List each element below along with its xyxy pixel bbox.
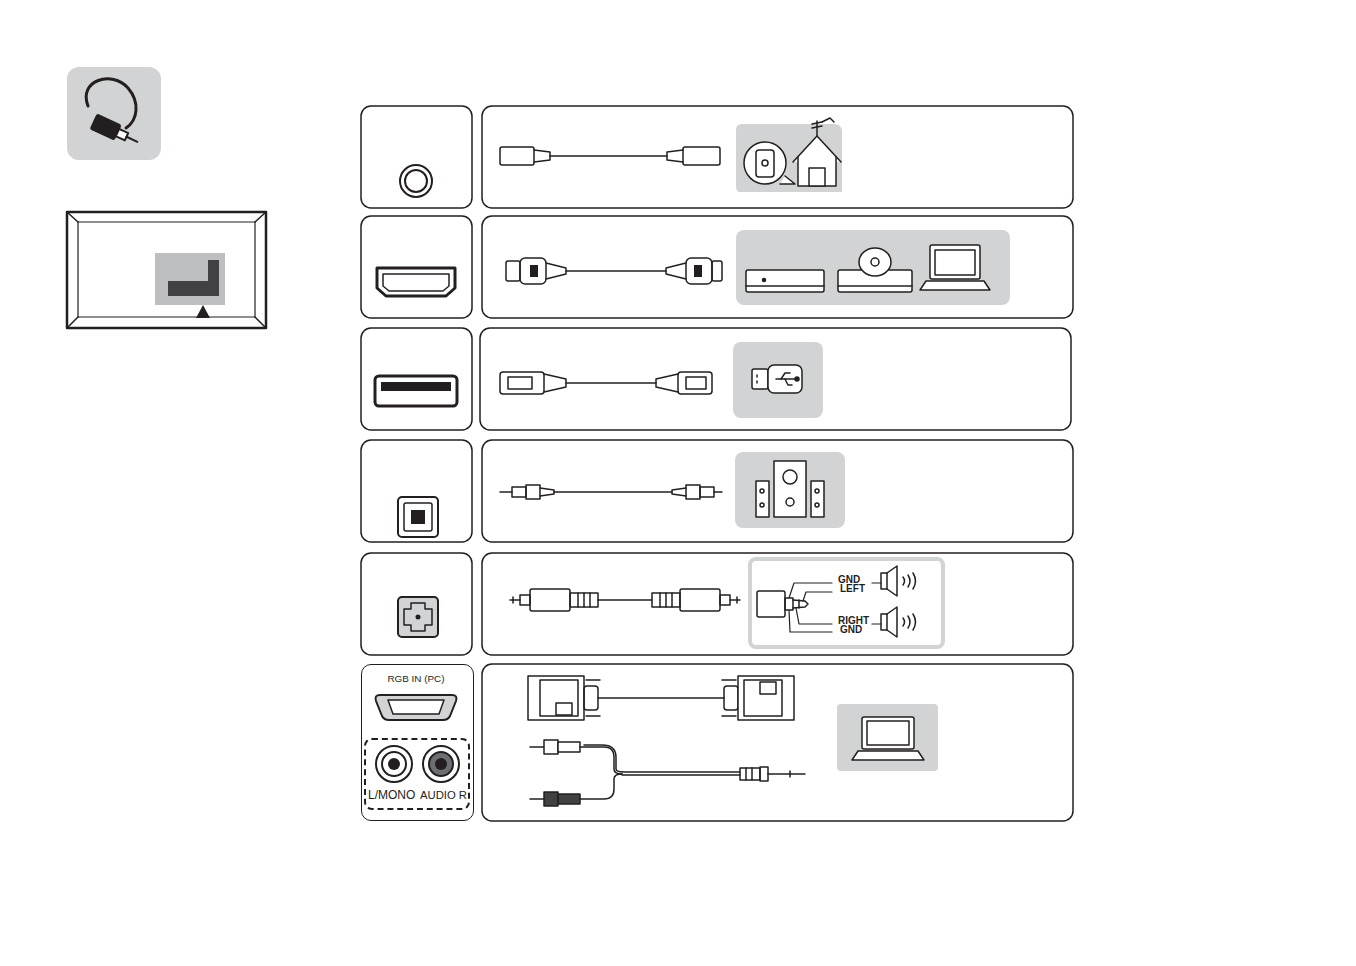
port-label: GND xyxy=(840,624,862,635)
port-label: LEFT xyxy=(840,583,865,594)
port-label: RGB IN (PC) xyxy=(362,673,470,685)
row-frames xyxy=(361,106,1073,821)
port-label: AUDIO R xyxy=(420,789,467,802)
antenna-row xyxy=(400,118,842,197)
usb-row xyxy=(375,342,823,418)
tv-rear-panel xyxy=(67,212,266,328)
cable-icon xyxy=(67,67,161,160)
speaker-wiring-box: GNDLEFTRIGHTGND xyxy=(748,557,945,649)
port-label: L/MONO xyxy=(368,789,415,802)
rgb-pc-row xyxy=(376,676,939,806)
hdmi-row xyxy=(377,230,1010,305)
optical-row xyxy=(398,452,845,537)
audio-out-row xyxy=(398,566,916,637)
port-panel: L/MONO AUDIO R RGB IN (PC) xyxy=(361,664,474,821)
audio-input-group: L/MONO AUDIO R xyxy=(364,738,470,810)
